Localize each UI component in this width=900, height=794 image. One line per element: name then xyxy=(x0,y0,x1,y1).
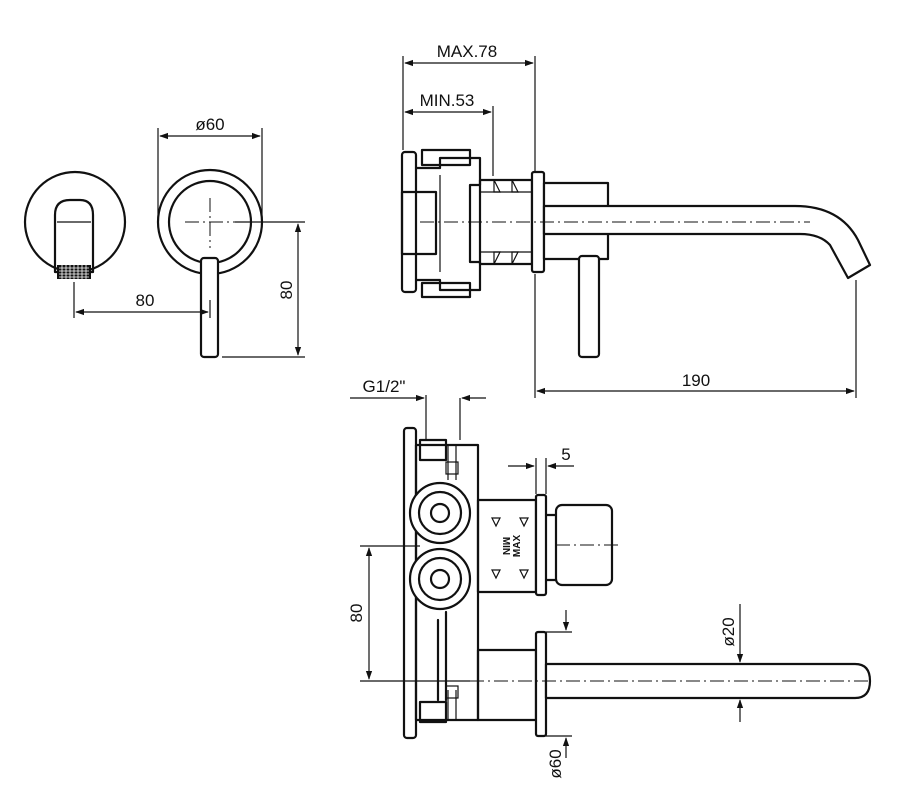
spout-length-dimension: 190 xyxy=(534,274,857,398)
plate-diameter-dimension: ø60 xyxy=(157,115,263,222)
aerator-mesh-icon xyxy=(57,265,91,279)
spout-offset-dimension: 80 xyxy=(75,291,211,318)
rear-plate-diameter-dimension: ø60 xyxy=(546,610,572,779)
thread-size-label: G1/2" xyxy=(363,377,406,396)
spout-offset-label: 80 xyxy=(136,291,155,310)
inlet-spacing-dimension: 80 xyxy=(347,545,470,682)
side-view xyxy=(400,148,872,359)
handle-front-view xyxy=(156,168,264,359)
min-depth-dimension: MIN.53 xyxy=(404,91,494,176)
handle-height-label: 80 xyxy=(277,281,296,300)
min-marker-label: MIN xyxy=(500,537,511,555)
rear-plate-diameter-label: ø60 xyxy=(546,749,565,778)
plate-diameter-label: ø60 xyxy=(195,115,224,134)
plate-thickness-dimension: 5 xyxy=(508,445,574,494)
max-depth-label: MAX.78 xyxy=(437,42,497,61)
max-depth-dimension: MAX.78 xyxy=(402,42,536,172)
inlet-spacing-label: 80 xyxy=(347,604,366,623)
handle-height-dimension: 80 xyxy=(222,221,305,358)
plan-view: MIN MAX xyxy=(402,426,872,740)
spout-front-view xyxy=(23,170,127,318)
spout-diameter-dimension: ø20 xyxy=(719,604,744,722)
max-marker-label: MAX xyxy=(512,535,523,558)
plate-thickness-label: 5 xyxy=(561,445,570,464)
spout-length-label: 190 xyxy=(682,371,710,390)
thread-size-dimension: G1/2" xyxy=(350,377,486,440)
spout-diameter-label: ø20 xyxy=(719,617,738,646)
min-depth-label: MIN.53 xyxy=(420,91,475,110)
